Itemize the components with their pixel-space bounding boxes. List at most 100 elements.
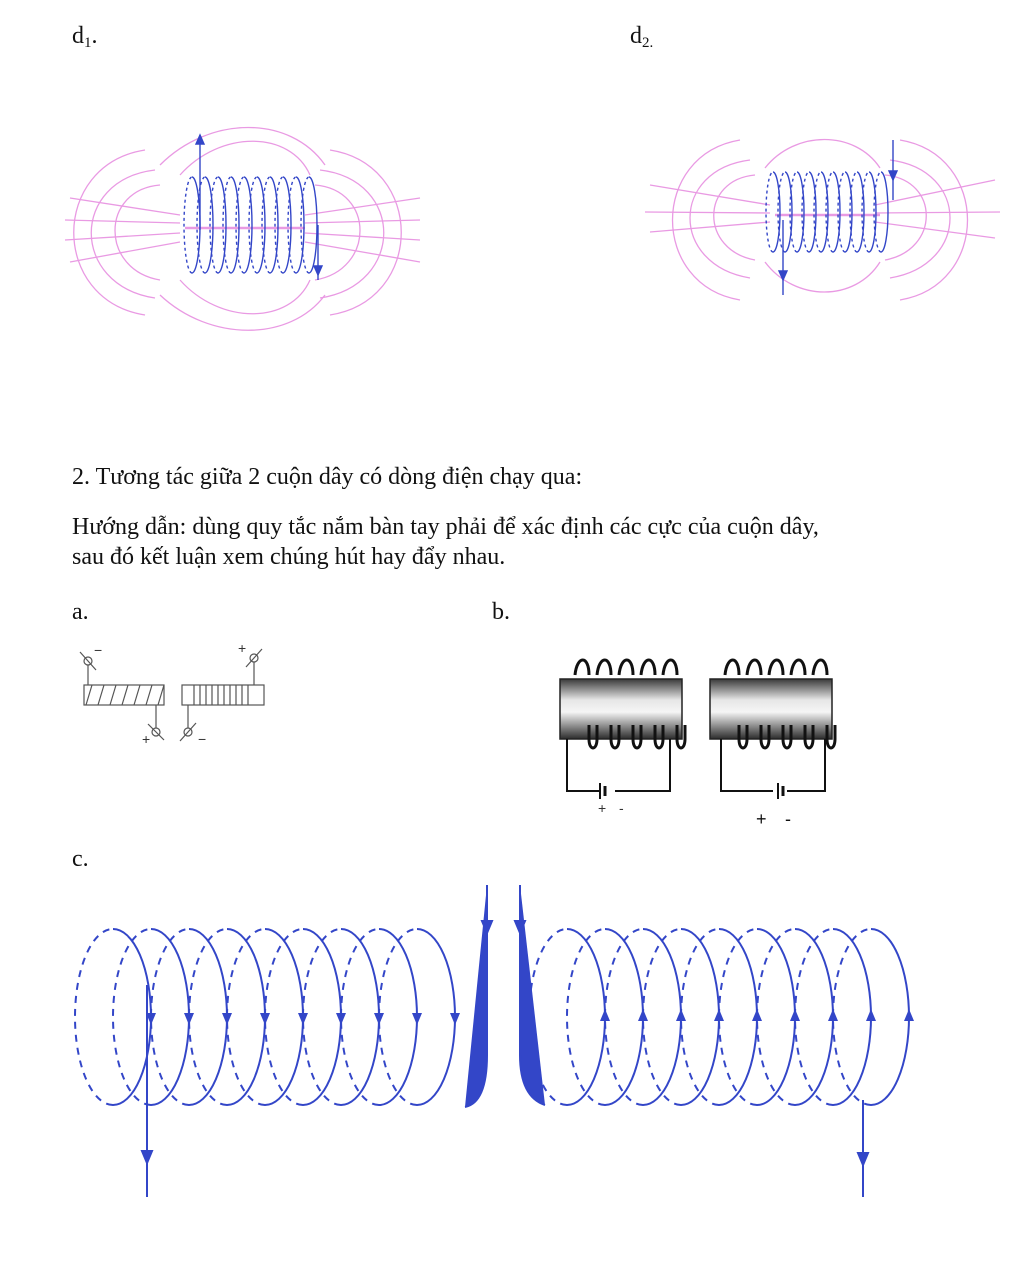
- coil-c-turn-front: [566, 928, 606, 1106]
- coil-turn-front: [204, 176, 214, 274]
- coil-turn-front: [282, 176, 292, 274]
- coil-b-turn-bottom: [653, 725, 665, 750]
- figure-d1-label: d1.: [72, 23, 98, 51]
- coil-turn-back: [261, 176, 271, 274]
- coil-turn-front: [880, 171, 889, 253]
- two-coils-diagram-c: [74, 885, 914, 1197]
- coil-c-turn-back: [642, 928, 682, 1106]
- coil-turn-back: [861, 171, 870, 253]
- coil-turn-back: [222, 176, 232, 274]
- coil-b-turn-top: [639, 658, 657, 676]
- current-arrow: [184, 1013, 194, 1025]
- coil-c-turn-back: [680, 928, 720, 1106]
- figure-b-label: b.: [492, 599, 510, 625]
- coil-turn-back: [801, 171, 810, 253]
- current-arrow: [298, 1013, 308, 1025]
- coil-b-turn-bottom: [587, 725, 599, 750]
- current-arrow: [336, 1013, 346, 1025]
- two-coils-diagram-b: + - + -: [559, 658, 837, 829]
- section-2-heading: 2. Tương tác giữa 2 cuộn dây có dòng điệ…: [72, 464, 583, 490]
- coil-turn-front: [856, 171, 865, 253]
- pole-sign-left-bottom: +: [142, 731, 150, 747]
- current-arrow: [374, 1013, 384, 1025]
- coil-turn-back: [873, 171, 882, 253]
- coil-c-turn-front: [340, 928, 380, 1106]
- figure-a-label: a.: [72, 599, 89, 625]
- battery-right-plus: +: [756, 809, 767, 829]
- coil-b-turn-bottom: [825, 725, 837, 750]
- coil-turn-back: [777, 171, 786, 253]
- current-arrow: [450, 1013, 460, 1025]
- coil-c-turn-front: [112, 928, 152, 1106]
- coil-turn-back: [300, 176, 310, 274]
- coil-turn-back: [196, 176, 206, 274]
- coil-c-turn-back: [340, 928, 380, 1106]
- coil-c-turn-back: [718, 928, 758, 1106]
- coil-turn-front: [217, 176, 227, 274]
- coil-c-turn-back: [150, 928, 190, 1106]
- coil-b-turn-top: [767, 658, 785, 676]
- coil-c-turn-front: [188, 928, 228, 1106]
- coil-c-turn-back: [756, 928, 796, 1106]
- coil-b-turn-top: [811, 658, 829, 676]
- two-coils-diagram-a: − + + −: [79, 640, 265, 747]
- solenoid-field-diagram-d1: [64, 127, 421, 331]
- battery-left-minus: -: [619, 800, 624, 816]
- instruction-line-1: Hướng dẫn: dùng quy tắc nắm bàn tay phải…: [72, 514, 819, 540]
- figure-c-label: c.: [72, 846, 89, 872]
- coil-turn-back: [837, 171, 846, 253]
- coil-c-turn-front: [870, 928, 910, 1106]
- coil-c-turn-front: [642, 928, 682, 1106]
- coil-turn-front: [820, 171, 829, 253]
- current-arrow: [260, 1013, 270, 1025]
- coil-turn-back: [765, 171, 774, 253]
- coil-turn-back: [789, 171, 798, 253]
- coil-turn-back: [274, 176, 284, 274]
- coil-b-turn-top: [745, 658, 763, 676]
- coil-b-turn-bottom: [803, 725, 815, 750]
- coil-turn-back: [813, 171, 822, 253]
- coil-turn-back: [248, 176, 258, 274]
- coil-c-turn-back: [832, 928, 872, 1106]
- current-arrow: [222, 1013, 232, 1025]
- coil-c-turn-front: [832, 928, 872, 1106]
- coil-c-turn-back: [112, 928, 152, 1106]
- coil-c-turn-front: [416, 928, 456, 1106]
- coil-c-turn-front: [264, 928, 304, 1106]
- solenoid-field-diagram-d2: [644, 139, 1001, 301]
- coil-b-turn-bottom: [759, 725, 771, 750]
- section-2-instruction: Hướng dẫn: dùng quy tắc nắm bàn tay phải…: [72, 512, 819, 572]
- pole-sign-left-top: −: [94, 642, 102, 658]
- coil-b-turn-top: [661, 658, 679, 676]
- coil-turn-front: [868, 171, 877, 253]
- figure-d2-label: d2.: [630, 23, 654, 51]
- coil-turn-front: [784, 171, 793, 253]
- current-arrow: [904, 1009, 914, 1021]
- coil-turn-front: [832, 171, 841, 253]
- coil-c-turn-front: [302, 928, 342, 1106]
- current-arrow: [866, 1009, 876, 1021]
- coil-b-turn-bottom: [781, 725, 793, 750]
- coil-turn-back: [287, 176, 297, 274]
- coil-turn-back: [209, 176, 219, 274]
- coil-c-turn-front: [718, 928, 758, 1106]
- coil-c-turn-back: [794, 928, 834, 1106]
- coil-c-turn-front: [604, 928, 644, 1106]
- coil-b-turn-top: [573, 658, 591, 676]
- coil-turn-front: [295, 176, 305, 274]
- coil-b-turn-bottom: [609, 725, 621, 750]
- current-arrow: [412, 1013, 422, 1025]
- coil-c-turn-back: [302, 928, 342, 1106]
- coil-c-turn-front: [150, 928, 190, 1106]
- coil-b-turn-bottom: [675, 725, 687, 750]
- coil-turn-back: [825, 171, 834, 253]
- coil-c-turn-front: [378, 928, 418, 1106]
- iron-core-right: [709, 678, 833, 740]
- instruction-line-2: sau đó kết luận xem chúng hút hay đẩy nh…: [72, 544, 506, 570]
- coil-turn-front: [191, 176, 201, 274]
- coil-turn-back: [235, 176, 245, 274]
- coil-turn-front: [844, 171, 853, 253]
- coil-c-turn-back: [264, 928, 304, 1106]
- coil-b-turn-top: [595, 658, 613, 676]
- coil-c-turn-back: [226, 928, 266, 1106]
